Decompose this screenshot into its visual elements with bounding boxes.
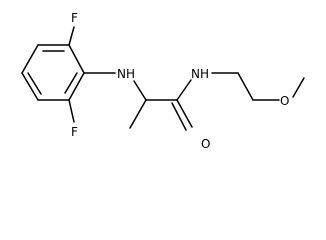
bond-ch2-a-to-ch2-b (237, 72, 254, 101)
bond-amine-to-alpha-carbon (133, 80, 147, 101)
bond-alpha-carbon-to-methyl (129, 99, 147, 129)
benzene-ring (21, 44, 85, 101)
bond-ether-oxygen-to-methyl (292, 77, 305, 98)
ring-double-bond-right (64, 72, 78, 94)
fluorine-top-label: F (71, 11, 78, 25)
amine-nh-label: NH (117, 67, 135, 81)
chemical-structure-diagram: F F NH NH O O (21, 11, 305, 151)
bond-carbonyl-to-oxygen-2 (171, 102, 187, 131)
structure-canvas: F F NH NH O O (21, 11, 305, 151)
ring-bond-c2-c3 (68, 44, 85, 74)
ether-oxygen-label: O (280, 94, 289, 108)
amide-nh-label: NH (191, 67, 209, 81)
bond-ring-to-bottom-fluorine (68, 99, 75, 123)
ring-bond-c6-c1 (21, 44, 39, 74)
bond-carbonyl-to-amide-nitrogen (176, 79, 192, 101)
bond-ring-to-top-fluorine (68, 26, 75, 46)
ring-double-bond-left (27, 72, 42, 95)
ring-bond-c5-c6 (21, 72, 39, 101)
ring-bond-c3-c4 (68, 72, 85, 101)
carbonyl-oxygen-label: O (201, 137, 210, 151)
fluorine-bottom-label: F (71, 125, 78, 139)
bond-carbonyl-to-oxygen-1 (176, 99, 193, 128)
